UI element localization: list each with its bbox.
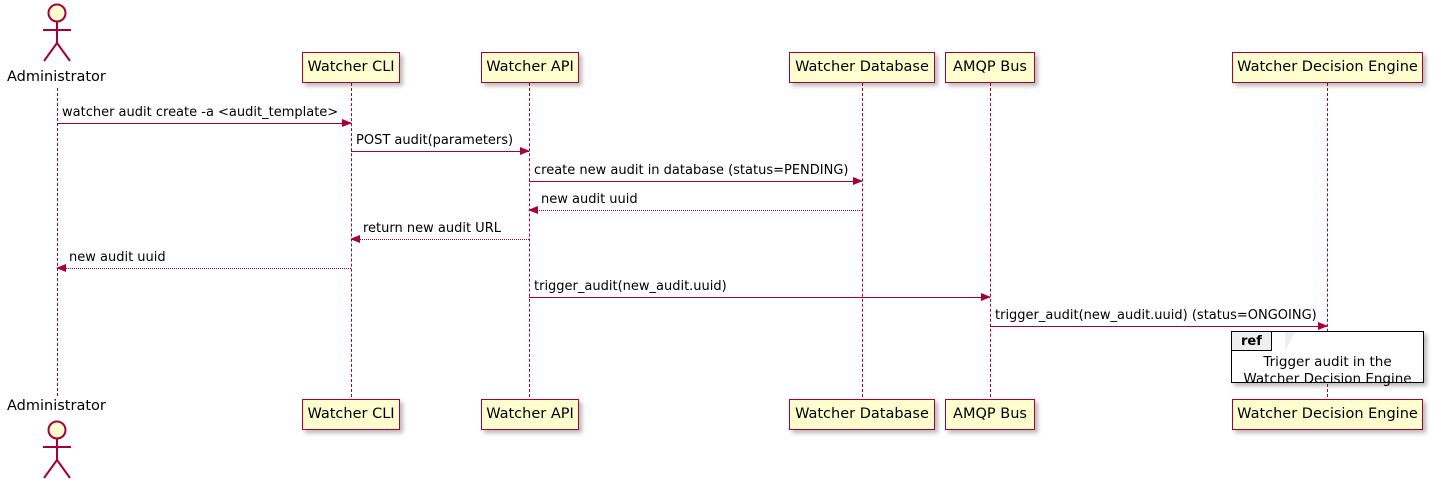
participant-watcher-cli-top[interactable]: Watcher CLI bbox=[302, 52, 400, 83]
message-label: new audit uuid bbox=[69, 250, 166, 265]
participant-watcher-api-bottom[interactable]: Watcher API bbox=[481, 399, 579, 430]
message-label: POST audit(parameters) bbox=[356, 133, 514, 148]
participant-watcher-cli-bottom[interactable]: Watcher CLI bbox=[302, 399, 400, 430]
arrowhead-left-icon bbox=[56, 263, 66, 272]
lifeline-administrator bbox=[57, 88, 58, 396]
message-line bbox=[57, 123, 351, 124]
arrowhead-left-icon bbox=[528, 205, 538, 214]
message-line bbox=[990, 326, 1327, 327]
actor-label-top: Administrator bbox=[7, 69, 106, 85]
message-label: trigger_audit(new_audit.uuid) bbox=[534, 279, 727, 294]
actor-label-bottom: Administrator bbox=[7, 398, 106, 414]
ref-fragment-line-1: Trigger audit in the bbox=[1263, 354, 1392, 370]
arrowhead-right-icon bbox=[520, 146, 530, 155]
arrowhead-right-icon bbox=[1318, 321, 1328, 330]
arrowhead-right-icon bbox=[981, 292, 991, 301]
message-label: trigger_audit(new_audit.uuid) (status=ON… bbox=[995, 308, 1317, 323]
ref-fragment-tab-label: ref bbox=[1241, 333, 1262, 349]
message-line bbox=[529, 297, 990, 298]
lifeline-watcher-database bbox=[862, 83, 863, 397]
arrowhead-right-icon bbox=[342, 118, 352, 127]
participant-watcher-database-top[interactable]: Watcher Database bbox=[789, 52, 935, 83]
actor-administrator-bottom bbox=[43, 420, 71, 479]
participant-amqp-bus-top[interactable]: AMQP Bus bbox=[945, 52, 1035, 83]
participant-amqp-bus-bottom[interactable]: AMQP Bus bbox=[945, 399, 1035, 430]
message-label: watcher audit create -a <audit_template> bbox=[62, 105, 339, 120]
message-label: return new audit URL bbox=[363, 221, 501, 236]
ref-fragment-line-2: Watcher Decision Engine bbox=[1243, 371, 1412, 387]
message-label: create new audit in database (status=PEN… bbox=[534, 163, 849, 178]
ref-fragment[interactable]: ref Trigger audit in the Watcher Decisio… bbox=[1231, 331, 1424, 387]
actor-administrator-top bbox=[43, 3, 71, 62]
ref-fragment-tab: ref bbox=[1232, 332, 1272, 351]
message-line bbox=[529, 181, 862, 182]
message-label: new audit uuid bbox=[541, 192, 638, 207]
participant-watcher-decision-engine-bottom[interactable]: Watcher Decision Engine bbox=[1232, 399, 1423, 430]
ref-fragment-tab-notch-icon bbox=[1285, 332, 1295, 351]
arrowhead-right-icon bbox=[853, 176, 863, 185]
arrowhead-left-icon bbox=[350, 234, 360, 243]
message-line bbox=[351, 151, 529, 152]
lifeline-watcher-api bbox=[529, 83, 530, 397]
message-line bbox=[529, 210, 862, 211]
message-line bbox=[351, 239, 529, 240]
participant-watcher-api-top[interactable]: Watcher API bbox=[481, 52, 579, 83]
participant-watcher-database-bottom[interactable]: Watcher Database bbox=[789, 399, 935, 430]
ref-fragment-body: Trigger audit in the Watcher Decision En… bbox=[1232, 354, 1423, 388]
participant-watcher-decision-engine-top[interactable]: Watcher Decision Engine bbox=[1232, 52, 1423, 83]
message-line bbox=[57, 268, 351, 269]
lifeline-watcher-decision-engine bbox=[1327, 83, 1328, 397]
lifeline-amqp-bus bbox=[990, 83, 991, 397]
